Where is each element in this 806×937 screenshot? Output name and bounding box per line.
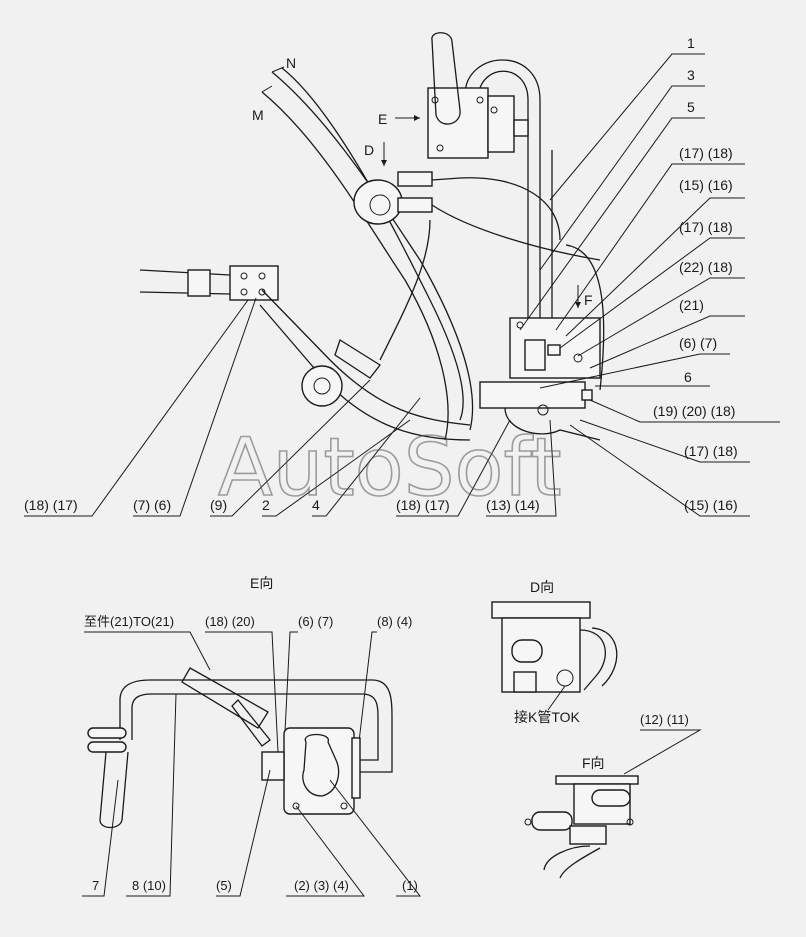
watermark: AutoSoft [218,421,562,514]
e-callout-b1: 8 (10) [132,878,166,893]
e-callout-b4: (1) [402,878,418,893]
left-clamp [229,265,279,301]
f-view-plate [555,775,639,785]
callout-b1: (7) (6) [133,497,171,513]
e-callout-b0: 7 [92,878,99,893]
arrow-f-label: F [584,292,593,308]
main-assembly [139,32,605,441]
d-view-note: 接K管TOK [514,709,581,725]
callout-r3: (17) (18) [679,145,733,161]
callout-r8: (6) (7) [679,335,717,351]
callout-b5: (18) (17) [396,497,450,513]
e-callout-b3: (2) (3) (4) [294,878,349,893]
e-view-pump [283,727,355,815]
hose-n-label: N [286,55,296,71]
callout-r9: 6 [684,369,692,385]
callout-r4: (15) (16) [679,177,733,193]
e-callout-t0: 至件(21)TO(21) [84,614,174,629]
callout-b0: (18) (17) [24,497,78,513]
callout-r10: (19) (20) (18) [653,403,735,419]
f-view-title: F向 [582,755,605,771]
right-callouts: 1 3 5 (17) (18) (15) (16) (17) (18) (22)… [519,35,780,517]
f-callout: (12) (11) [640,712,689,727]
callout-b3: 2 [262,497,270,513]
f-view: (12) (11) F向 [524,712,702,879]
e-view-title: E向 [250,575,273,591]
callout-r11: (17) (18) [684,443,738,459]
callout-b4: 4 [312,497,320,513]
e-callout-t1: (18) (20) [205,614,255,629]
callout-r0: 1 [687,35,695,51]
e-callout-b2: (5) [216,878,232,893]
callout-b2: (9) [210,497,227,513]
d-view-title: D向 [530,579,554,595]
hose-m-label: M [252,107,264,123]
callout-b6: (13) (14) [486,497,540,513]
callout-r5: (17) (18) [679,219,733,235]
callout-r1: 3 [687,67,695,83]
d-view-flange [491,601,591,619]
callout-r7: (21) [679,297,704,313]
bottom-callouts: (18) (17) (7) (6) (9) 2 4 (18) (17) (13)… [24,297,557,517]
arrow-d-label: D [364,142,374,158]
e-callout-t3: (8) (4) [377,614,412,629]
callout-r12: (15) (16) [684,497,738,513]
view-arrows: E D F N M [252,55,593,308]
callout-r6: (22) (18) [679,259,733,275]
d-view: D向 接K管TOK [491,579,618,725]
e-view: E向 至件(21)TO(21) (18) (20) (6) (7) (8) (4… [82,575,422,897]
e-callout-t2: (6) (7) [298,614,333,629]
arrow-e-label: E [378,111,387,127]
callout-r2: 5 [687,99,695,115]
